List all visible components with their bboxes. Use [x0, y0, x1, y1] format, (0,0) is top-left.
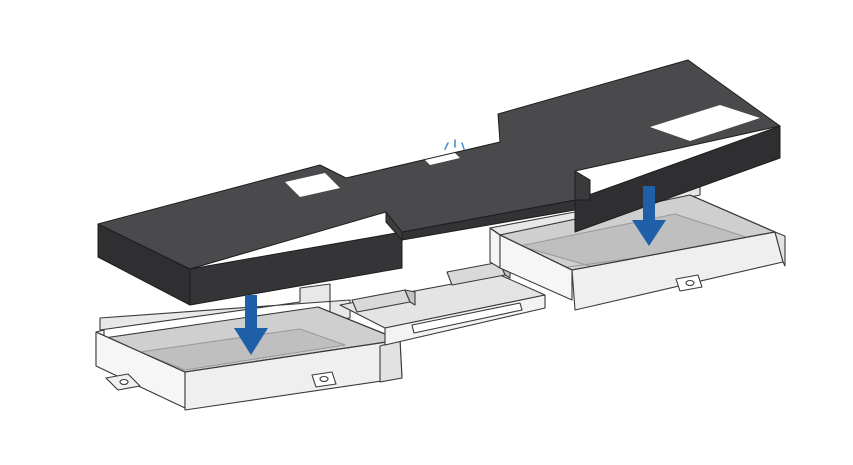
screw-hole-icon	[319, 375, 329, 383]
tray-right-end-wall	[774, 231, 786, 267]
bridge-bump-1-side	[404, 289, 416, 306]
battery-top-surface	[97, 59, 781, 270]
click-indicator-icon	[444, 139, 465, 150]
tray-left-section	[95, 283, 403, 411]
down-arrow-icon	[632, 186, 666, 246]
screw-hole-icon	[685, 279, 695, 287]
battery-label-right	[650, 105, 760, 141]
battery-tray	[95, 179, 786, 411]
bridge-slot	[411, 302, 523, 334]
battery-right-step	[574, 170, 591, 201]
battery-pack	[97, 59, 781, 306]
battery-front-face-right	[574, 125, 781, 233]
screw-hole-icon	[119, 378, 129, 386]
battery-label-left	[285, 173, 340, 197]
battery-connector-tab	[425, 153, 460, 165]
down-arrow-icon	[234, 295, 268, 355]
battery-front-face-mid	[189, 231, 403, 306]
tray-left-right-wall	[379, 339, 403, 383]
